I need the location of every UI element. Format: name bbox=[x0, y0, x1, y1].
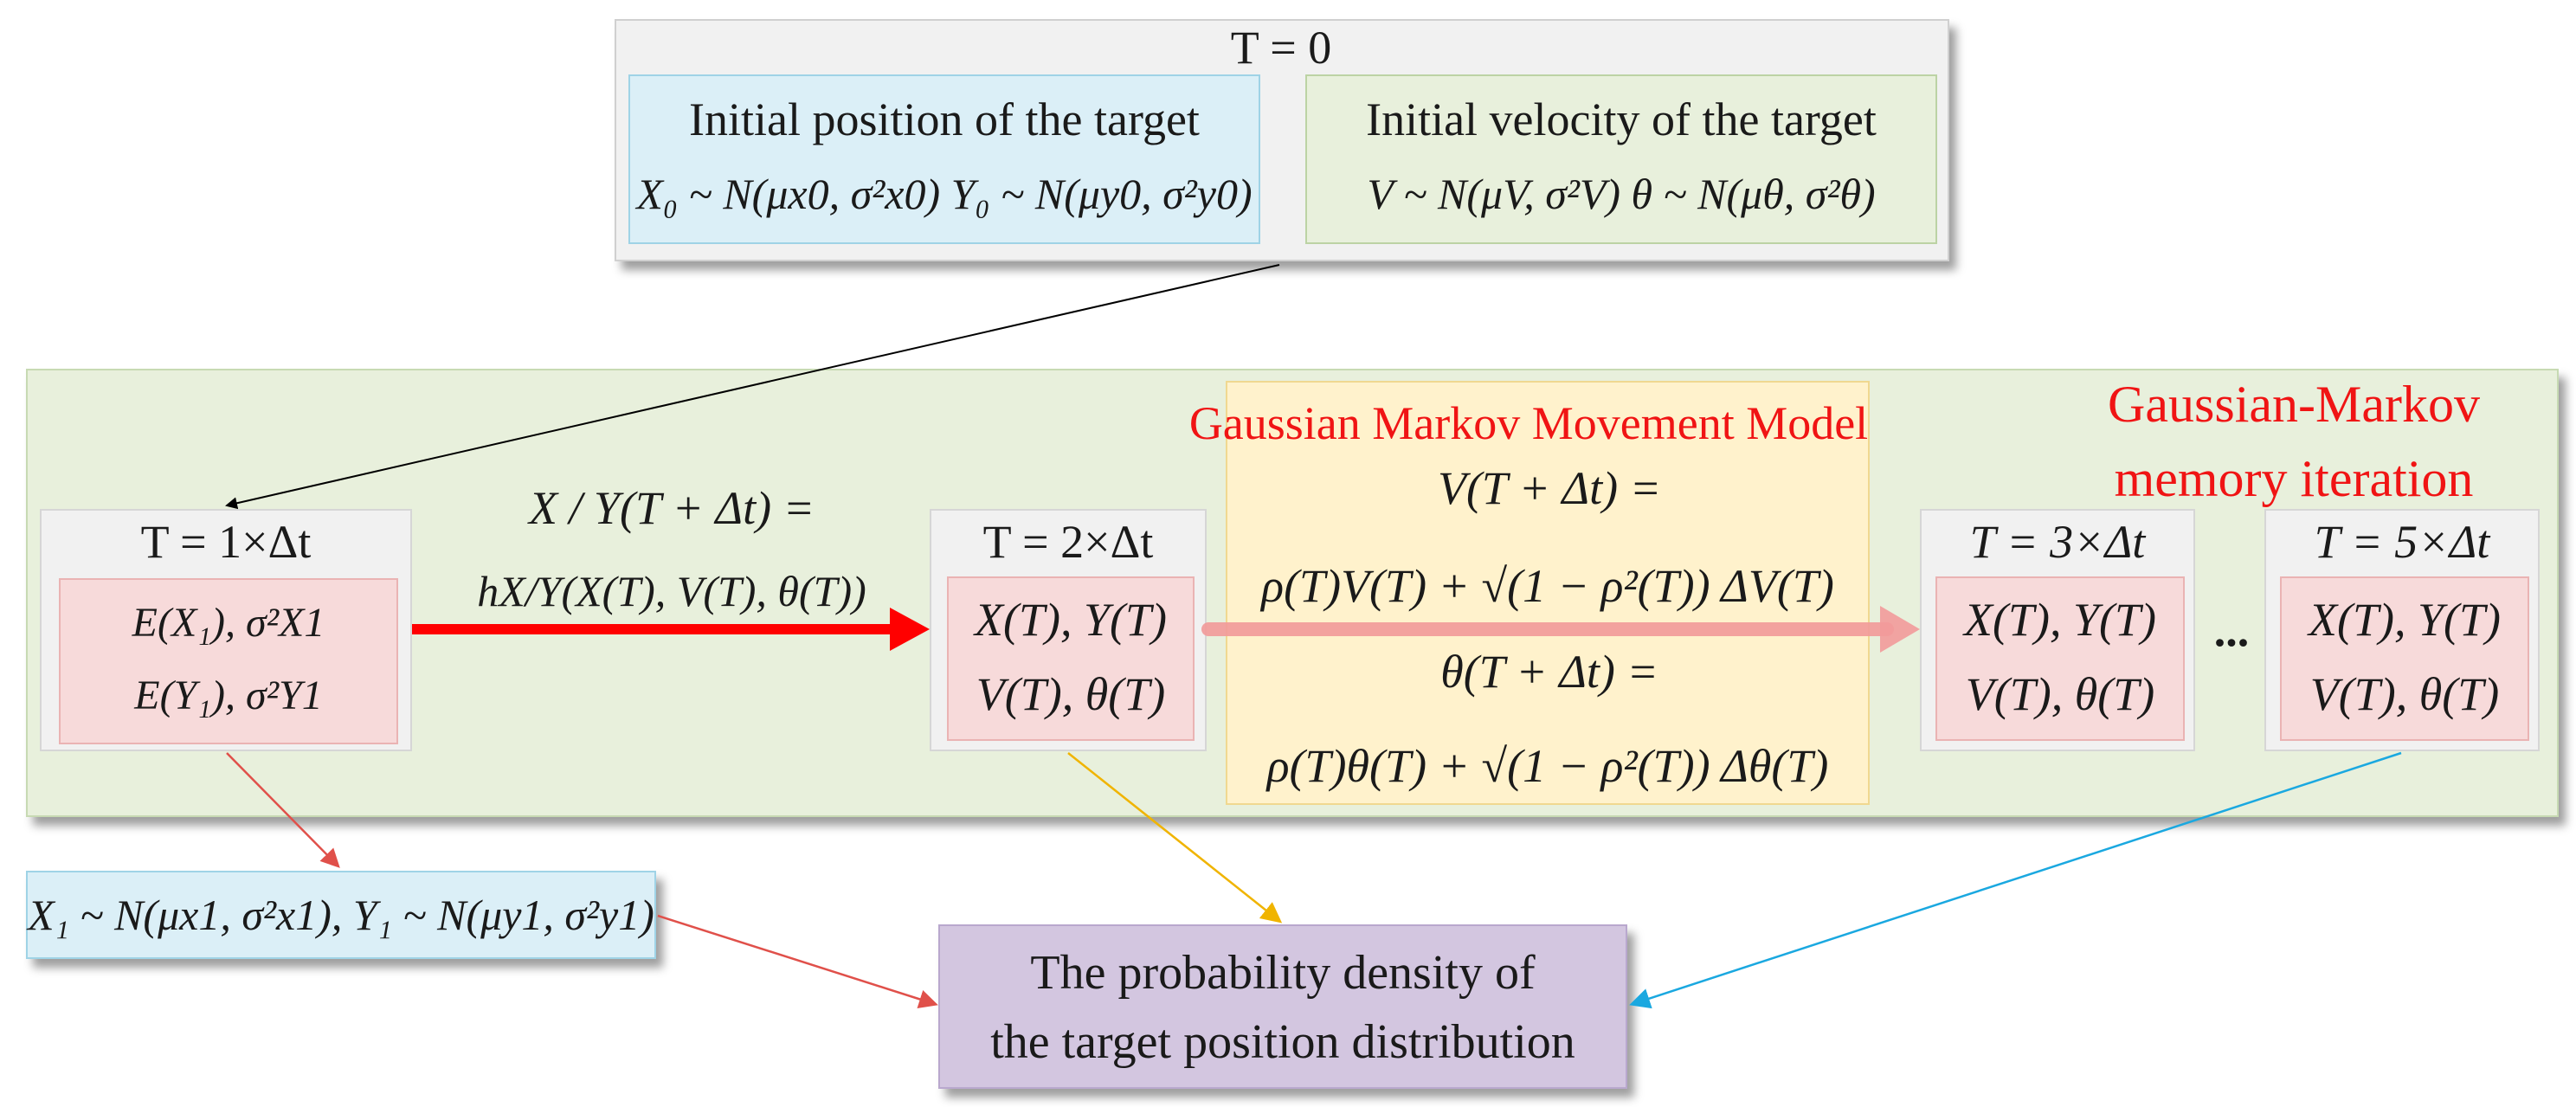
state-t2-line1: X(T), Y(T) bbox=[974, 594, 1167, 646]
state-t3: T = 3×Δt X(T), Y(T) V(T), θ(T) bbox=[1920, 509, 2195, 751]
theta-equation-rhs: ρ(T)θ(T) + √(1 − ρ²(T)) Δθ(T) bbox=[1266, 740, 1829, 792]
state-t2-values: X(T), Y(T) V(T), θ(T) bbox=[947, 576, 1195, 741]
state-t2: T = 2×Δt X(T), Y(T) V(T), θ(T) bbox=[930, 509, 1207, 751]
output-line2: the target position distribution bbox=[990, 1015, 1575, 1069]
state-t1-values: E(X₁), σ²X1 E(Y₁), σ²Y1 bbox=[59, 578, 398, 744]
state-t5: T = 5×Δt X(T), Y(T) V(T), θ(T) bbox=[2264, 509, 2540, 751]
theta-equation-lhs: θ(T + Δt) = bbox=[1440, 646, 1658, 698]
iteration-title: Gaussian-Markov memory iteration bbox=[2043, 367, 2545, 514]
state-t1-title: T = 1×Δt bbox=[140, 516, 312, 568]
v-equation-rhs: ρ(T)V(T) + √(1 − ρ²(T)) ΔV(T) bbox=[1261, 560, 1834, 612]
output-line1: The probability density of bbox=[1030, 946, 1536, 1000]
state-t5-title: T = 5×Δt bbox=[2314, 516, 2490, 568]
transition-line1: X / Y(T + Δt) = bbox=[528, 482, 815, 534]
state-t5-line1: X(T), Y(T) bbox=[2308, 594, 2501, 646]
initial-velocity-formula: V ~ N(μV, σ²V) θ ~ N(μθ, σ²θ) bbox=[1307, 166, 1935, 222]
initial-position-formula-text: X₀ ~ N(μx0, σ²x0) Y₀ ~ N(μy0, σ²y0) bbox=[636, 170, 1253, 218]
arrow-t1-to-distribution bbox=[226, 752, 340, 868]
movement-model-box bbox=[1226, 381, 1870, 805]
initial-position-box: Initial position of the target X₀ ~ N(μx… bbox=[628, 74, 1260, 244]
state-t3-line2: V(T), θ(T) bbox=[1965, 668, 2155, 720]
state-t3-title: T = 3×Δt bbox=[1969, 516, 2146, 568]
state-t1-line2: E(Y₁), σ²Y1 bbox=[134, 672, 323, 718]
initial-velocity-box: Initial velocity of the target V ~ N(μV,… bbox=[1305, 74, 1937, 244]
initial-position-heading: Initial position of the target bbox=[689, 93, 1200, 145]
state-t3-line1: X(T), Y(T) bbox=[1963, 594, 2156, 646]
initial-velocity-heading: Initial velocity of the target bbox=[1366, 93, 1877, 145]
arrow-t2-to-t3 bbox=[1201, 606, 1920, 653]
state-t1: T = 1×Δt E(X₁), σ²X1 E(Y₁), σ²Y1 bbox=[40, 509, 412, 751]
t0-title: T = 0 bbox=[1230, 22, 1332, 74]
arrow-t0-to-t1 bbox=[225, 264, 1280, 510]
arrow-t2-to-output bbox=[1067, 752, 1283, 924]
movement-model-title: Gaussian Markov Movement Model bbox=[1188, 397, 1869, 449]
state-t5-line2: V(T), θ(T) bbox=[2309, 668, 2500, 720]
state-t5-values: X(T), Y(T) V(T), θ(T) bbox=[2280, 576, 2529, 741]
distribution-box: X₁ ~ N(μx1, σ²x1), Y₁ ~ N(μy1, σ²y1) bbox=[26, 871, 656, 959]
arrow-distribution-to-output bbox=[657, 914, 938, 1009]
state-t1-line1: E(X₁), σ²X1 bbox=[132, 599, 325, 646]
state-t3-values: X(T), Y(T) V(T), θ(T) bbox=[1935, 576, 2185, 741]
transition-line2: hX/Y(X(T), V(T), θ(T)) bbox=[477, 567, 866, 615]
initial-position-formula: X₀ ~ N(μx0, σ²x0) Y₀ ~ N(μy0, σ²y0) bbox=[630, 166, 1259, 222]
output-box: The probability density of the target po… bbox=[938, 924, 1627, 1089]
iteration-title-text: Gaussian-Markov memory iteration bbox=[2108, 376, 2480, 507]
arrow-t5-to-output bbox=[1629, 751, 2402, 1009]
distribution-box-text: X₁ ~ N(μx1, σ²x1), Y₁ ~ N(μy1, σ²y1) bbox=[28, 891, 654, 939]
v-equation-lhs: V(T + Δt) = bbox=[1437, 462, 1662, 514]
state-t2-title: T = 2×Δt bbox=[982, 516, 1154, 568]
arrow-t1-to-t2 bbox=[412, 608, 930, 651]
initial-velocity-formula-text: V ~ N(μV, σ²V) θ ~ N(μθ, σ²θ) bbox=[1367, 170, 1876, 218]
ellipsis: ... bbox=[2213, 604, 2250, 656]
state-t2-line2: V(T), θ(T) bbox=[976, 668, 1166, 720]
